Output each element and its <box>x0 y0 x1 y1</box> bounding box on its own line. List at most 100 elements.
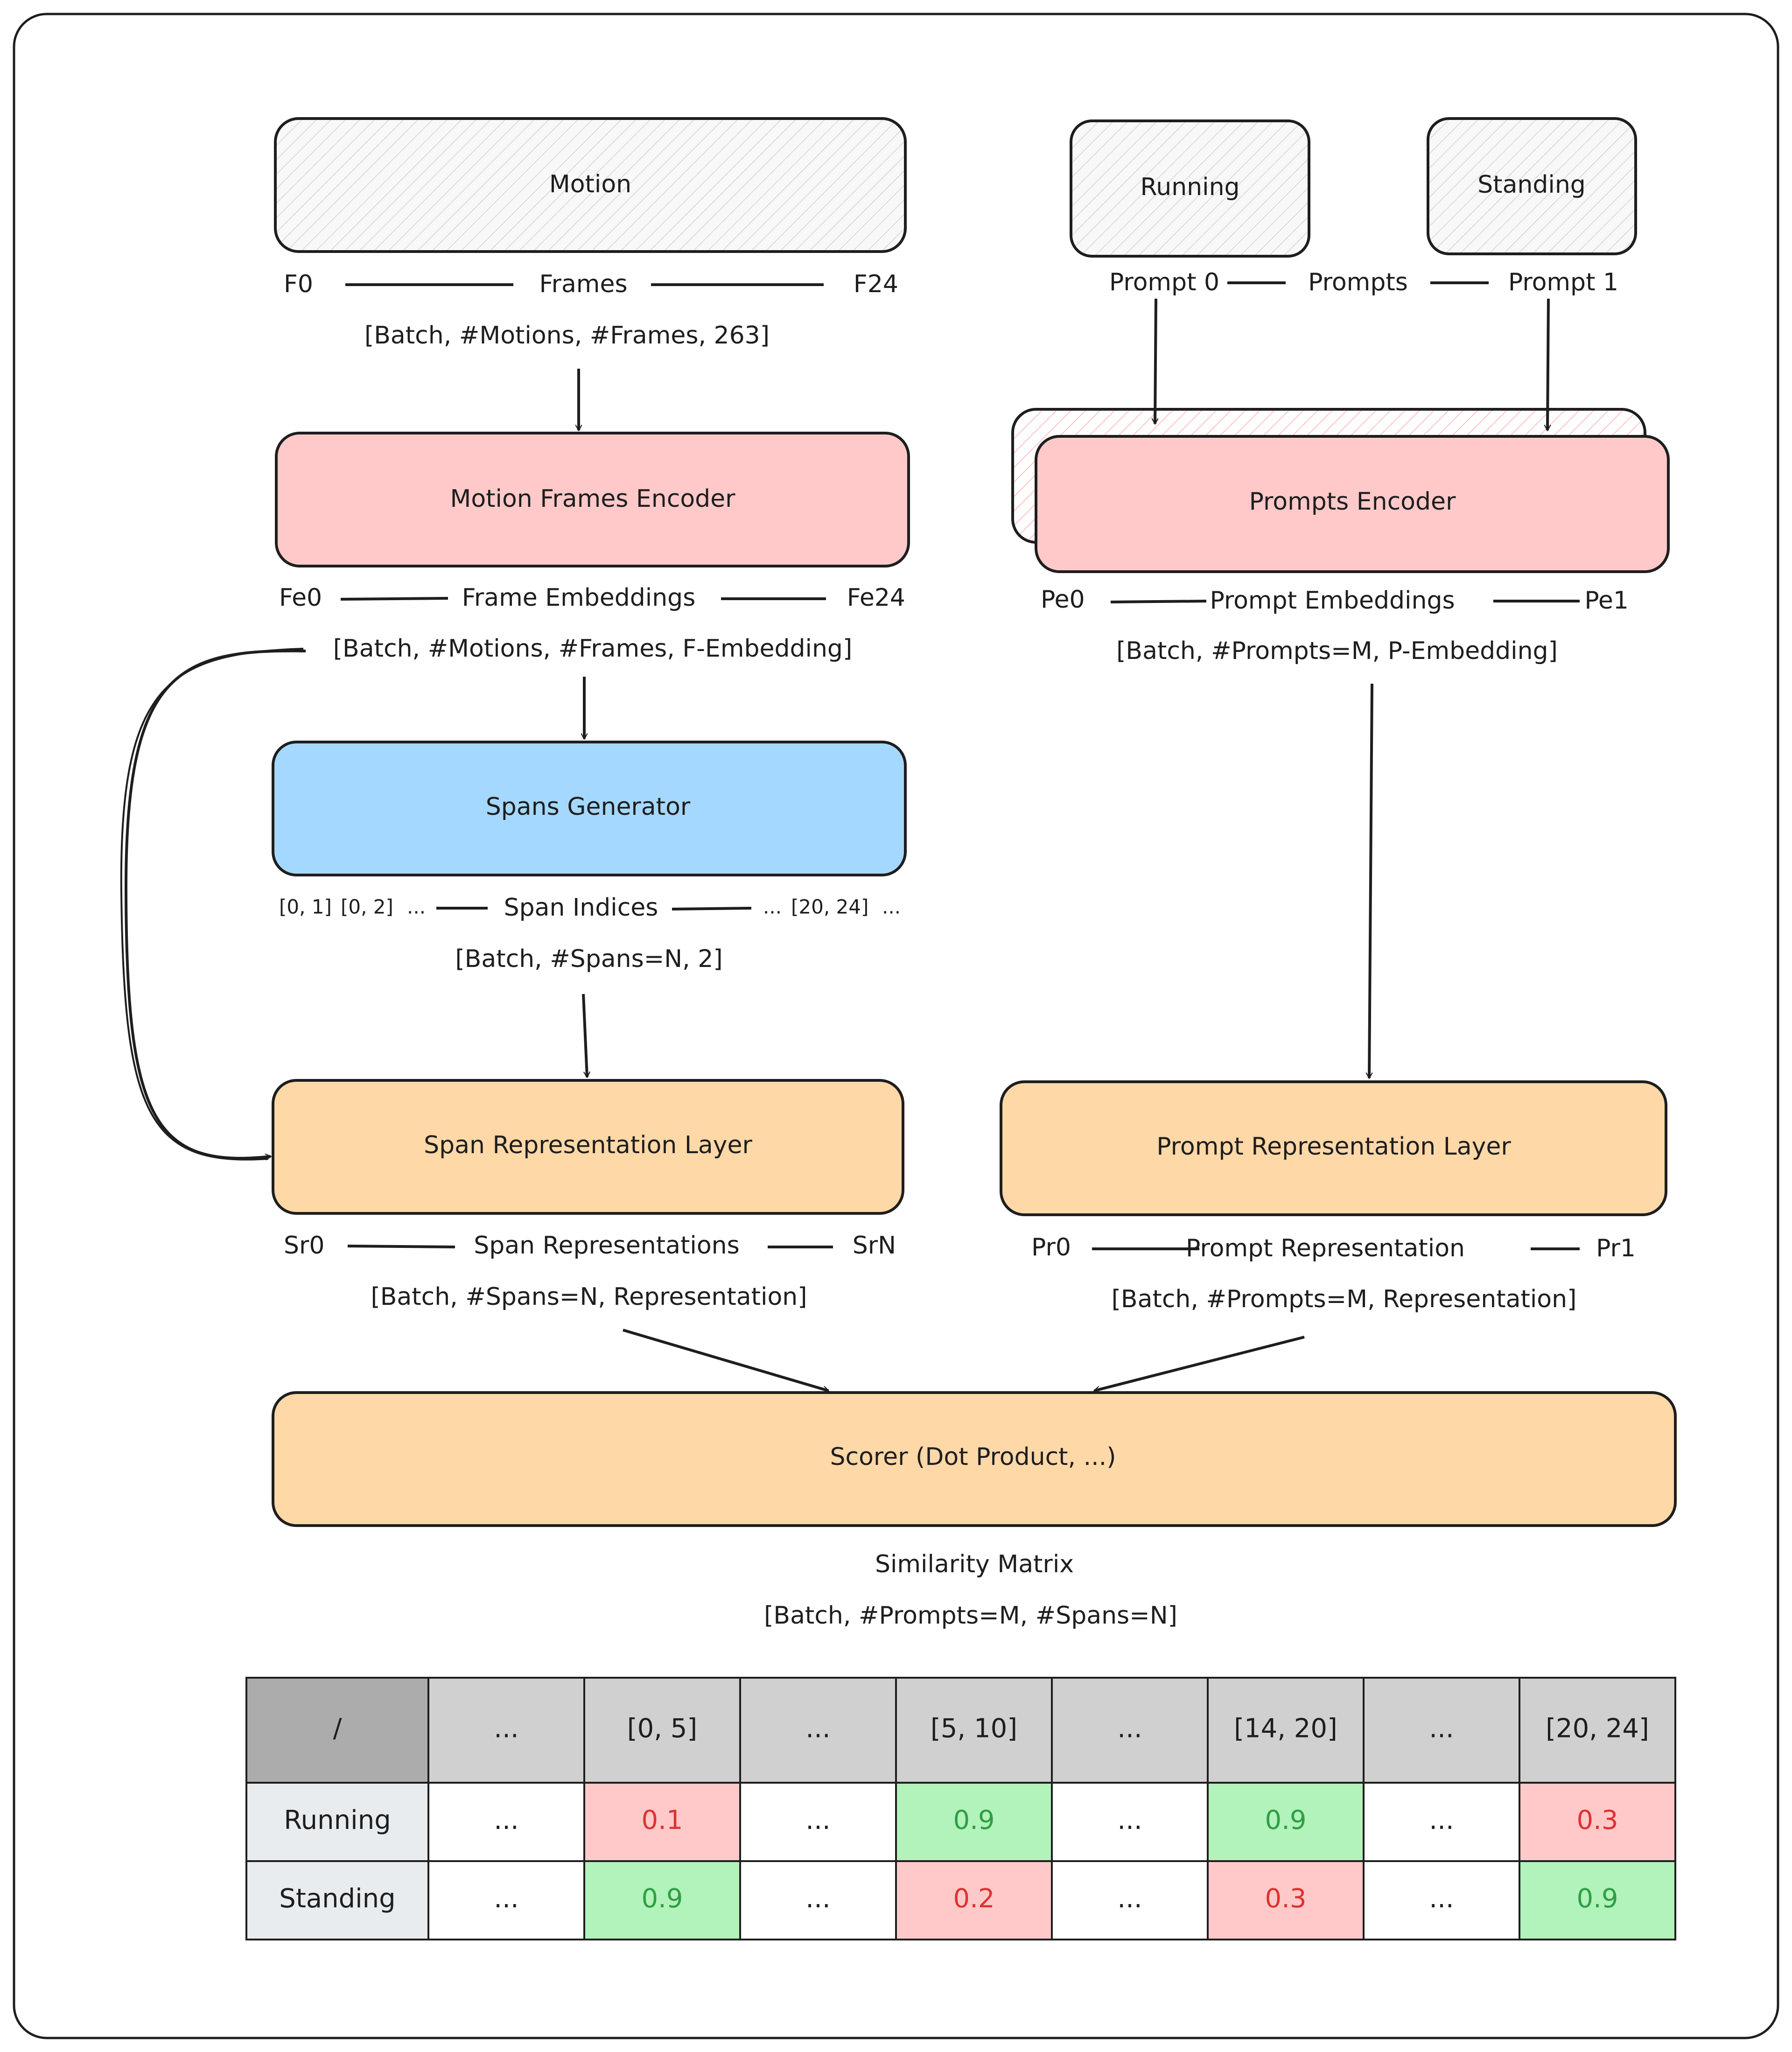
prompt-inputs: Running Standing Prompt 0 Prompts Prompt… <box>1070 117 1637 296</box>
prompt-box-standing <box>1427 117 1637 255</box>
table-cell-value: ... <box>494 1884 518 1914</box>
table-cell <box>895 1860 1053 1940</box>
spans-generator-box <box>272 741 907 876</box>
span-index-ellipsis-left: ... <box>407 896 426 918</box>
prompt-layer-box <box>1000 1080 1667 1216</box>
prompts-encoder-title: Prompts Encoder <box>1249 488 1456 516</box>
table-cell <box>427 1782 585 1862</box>
arrow-spans-to-span-layer <box>582 994 587 1077</box>
table-cell-value: ... <box>805 1805 830 1835</box>
table-cell-value: 0.9 <box>1265 1805 1306 1835</box>
span-layer-box <box>272 1079 904 1215</box>
motion-encoder-title: Motion Frames Encoder <box>450 485 735 513</box>
prompt-emb-middle-label: Prompt Embeddings <box>1210 587 1455 615</box>
arrow-prompt0-to-encoder <box>1155 298 1156 424</box>
motion-box <box>274 117 907 253</box>
motion-input: Motion F0 Frames F24 [Batch, #Motions, #… <box>274 117 907 350</box>
span-rep-line-left <box>347 1245 455 1248</box>
prompt-emb-last-label: Pe1 <box>1584 587 1629 615</box>
table-header-label: ... <box>1429 1714 1454 1744</box>
table-cell-value: 0.9 <box>1576 1884 1618 1914</box>
prompts-encoder-box <box>1035 435 1670 573</box>
table-row-label-cell <box>245 1782 429 1862</box>
frame-emb-shape: [Batch, #Motions, #Frames, F-Embedding] <box>333 635 852 663</box>
frames-middle-label: Frames <box>539 270 627 298</box>
frame-emb-first-label: Fe0 <box>279 584 322 612</box>
scorer: Scorer (Dot Product, ...) Similarity Mat… <box>272 1391 1677 1630</box>
span-indices-middle-label: Span Indices <box>504 894 658 922</box>
prompt-rep-shape: [Batch, #Prompts=M, Representation] <box>1112 1285 1577 1313</box>
table-cell-value: 0.1 <box>641 1805 683 1835</box>
span-index-last: [20, 24] <box>791 896 868 918</box>
table-header-label: [0, 5] <box>627 1714 698 1744</box>
table-cell <box>739 1782 897 1862</box>
table-header-label: [14, 20] <box>1234 1714 1337 1744</box>
table-cell-value: ... <box>1429 1805 1454 1835</box>
motion-frames-encoder: Motion Frames Encoder Fe0 Frame Embeddin… <box>275 432 910 663</box>
table-cell <box>1207 1860 1365 1940</box>
table-cell-value: ... <box>1429 1884 1454 1914</box>
prompts-last-label: Prompt 1 <box>1508 268 1618 296</box>
table-cell <box>1519 1782 1676 1862</box>
table-header-cell <box>1519 1677 1676 1784</box>
span-index-ellipsis-right: ... <box>763 896 782 918</box>
table-cell <box>1363 1860 1520 1940</box>
span-rep-first-label: Sr0 <box>284 1232 324 1260</box>
span-layer-title: Span Representation Layer <box>424 1131 752 1159</box>
table-header-label: [20, 24] <box>1546 1714 1649 1744</box>
span-index-ellipsis-end: ... <box>882 896 901 918</box>
table-cell-value: ... <box>1117 1805 1142 1835</box>
connector-arrows <box>120 298 1548 1391</box>
table-cell-value: ... <box>494 1805 518 1835</box>
table-header-label: ... <box>494 1714 518 1744</box>
span-indices-line-right <box>672 907 752 910</box>
prompt-emb-line-left <box>1110 600 1207 603</box>
table-header-label: ... <box>805 1714 830 1744</box>
frame-emb-last-label: Fe24 <box>847 584 905 612</box>
prompt-box-standing-label: Standing <box>1477 171 1586 199</box>
span-index-second: [0, 2] <box>341 896 393 918</box>
table-header-cell <box>1051 1677 1209 1784</box>
table-row-label: Running <box>284 1805 391 1835</box>
arrow-prompt-emb-to-prompt-layer <box>1369 683 1373 1078</box>
spans-generator: Spans Generator [0, 1] [0, 2] ... Span I… <box>272 741 907 973</box>
table-cell-value: 0.3 <box>1265 1884 1306 1914</box>
prompt-box-running <box>1070 119 1310 258</box>
arrow-prompt1-to-encoder <box>1547 298 1548 430</box>
span-rep-shape: [Batch, #Spans=N, Representation] <box>371 1283 807 1311</box>
table-cell-value: ... <box>1117 1884 1142 1914</box>
table-cell <box>895 1782 1053 1862</box>
table-cell <box>1363 1782 1520 1862</box>
prompt-rep-last-label: Pr1 <box>1596 1234 1636 1262</box>
prompts-encoder: Prompts Encoder Pe0 Prompt Embeddings Pe… <box>1011 408 1670 665</box>
table-corner-label: / <box>333 1714 342 1744</box>
prompt-box-running-label: Running <box>1140 173 1239 201</box>
table-cell-value: 0.3 <box>1576 1805 1618 1835</box>
arrow-frame-emb-to-span-layer-sketch <box>120 648 304 1161</box>
span-representation-layer: Span Representation Layer Sr0 Span Repre… <box>272 1079 904 1311</box>
prompt-emb-shape: [Batch, #Prompts=M, P-Embedding] <box>1116 637 1558 665</box>
table-cell <box>1207 1782 1365 1862</box>
motion-encoder-box <box>275 432 910 567</box>
similarity-matrix-shape: [Batch, #Prompts=M, #Spans=N] <box>764 1602 1177 1630</box>
table-cell <box>1519 1860 1676 1940</box>
table-cell-value: 0.9 <box>641 1884 683 1914</box>
similarity-matrix-label: Similarity Matrix <box>875 1550 1074 1578</box>
table-header-label: ... <box>1117 1714 1142 1744</box>
prompt-emb-first-label: Pe0 <box>1041 586 1085 614</box>
span-index-first: [0, 1] <box>279 896 332 918</box>
similarity-table: /...[0, 5]...[5, 10]...[14, 20]...[20, 2… <box>245 1677 1676 1940</box>
table-cell-value: ... <box>805 1884 830 1914</box>
frames-first-label: F0 <box>284 270 313 298</box>
frames-last-label: F24 <box>854 270 898 298</box>
spans-generator-title: Spans Generator <box>486 793 691 821</box>
prompt-rep-first-label: Pr0 <box>1031 1233 1071 1261</box>
table-row-label: Standing <box>279 1884 395 1914</box>
frame-emb-middle-label: Frame Embeddings <box>462 584 696 612</box>
frame-emb-line-left <box>340 597 448 601</box>
table-cell <box>1051 1860 1209 1940</box>
scorer-box <box>272 1391 1677 1527</box>
motion-shape: [Batch, #Motions, #Frames, 263] <box>364 322 770 350</box>
scorer-title: Scorer (Dot Product, ...) <box>830 1443 1116 1471</box>
